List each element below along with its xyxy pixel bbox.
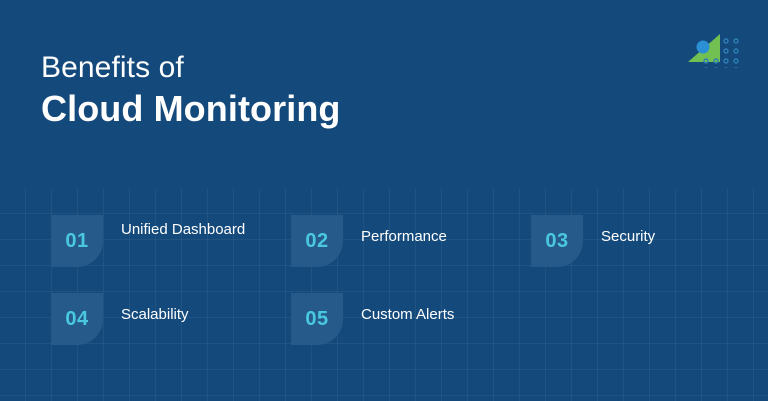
benefit-number-box-01: 01	[51, 215, 103, 267]
benefit-number-01: 01	[65, 229, 89, 252]
benefit-item-05[interactable]: 05 Custom Alerts	[291, 293, 531, 345]
benefit-number-04: 04	[65, 307, 89, 330]
blue-circle-icon	[696, 40, 710, 54]
benefit-item-02[interactable]: 02 Performance	[291, 215, 531, 267]
benefit-number-box-05: 05	[291, 293, 343, 345]
benefit-number-02: 02	[305, 229, 329, 252]
benefit-item-01[interactable]: 01 Unified Dashboard	[51, 215, 291, 267]
benefit-label-05: Custom Alerts	[361, 306, 455, 323]
page-title-line-2: Cloud Monitoring	[41, 88, 341, 130]
benefit-label-03: Security	[601, 228, 656, 245]
benefit-number-03: 03	[545, 229, 569, 252]
benefit-number-box-04: 04	[51, 293, 103, 345]
page-title-line-1: Benefits of	[41, 51, 184, 84]
brand-logo	[686, 28, 746, 73]
benefit-label-02: Performance	[361, 228, 447, 245]
benefit-number-05: 05	[305, 307, 329, 330]
benefit-item-04[interactable]: 04 Scalability	[51, 293, 291, 345]
benefit-label-04: Scalability	[121, 306, 189, 323]
benefit-label-01: Unified Dashboard	[121, 221, 246, 238]
benefit-item-03[interactable]: 03 Security	[531, 215, 768, 267]
benefit-number-box-02: 02	[291, 215, 343, 267]
benefits-list: 01 Unified Dashboard 02 Performance 03 S…	[51, 215, 741, 345]
benefits-row-2: 04 Scalability 05 Custom Alerts	[51, 293, 741, 345]
benefit-number-box-03: 03	[531, 215, 583, 267]
page-header: Benefits of Cloud Monitoring	[41, 50, 561, 131]
benefits-row-1: 01 Unified Dashboard 02 Performance 03 S…	[51, 215, 741, 267]
